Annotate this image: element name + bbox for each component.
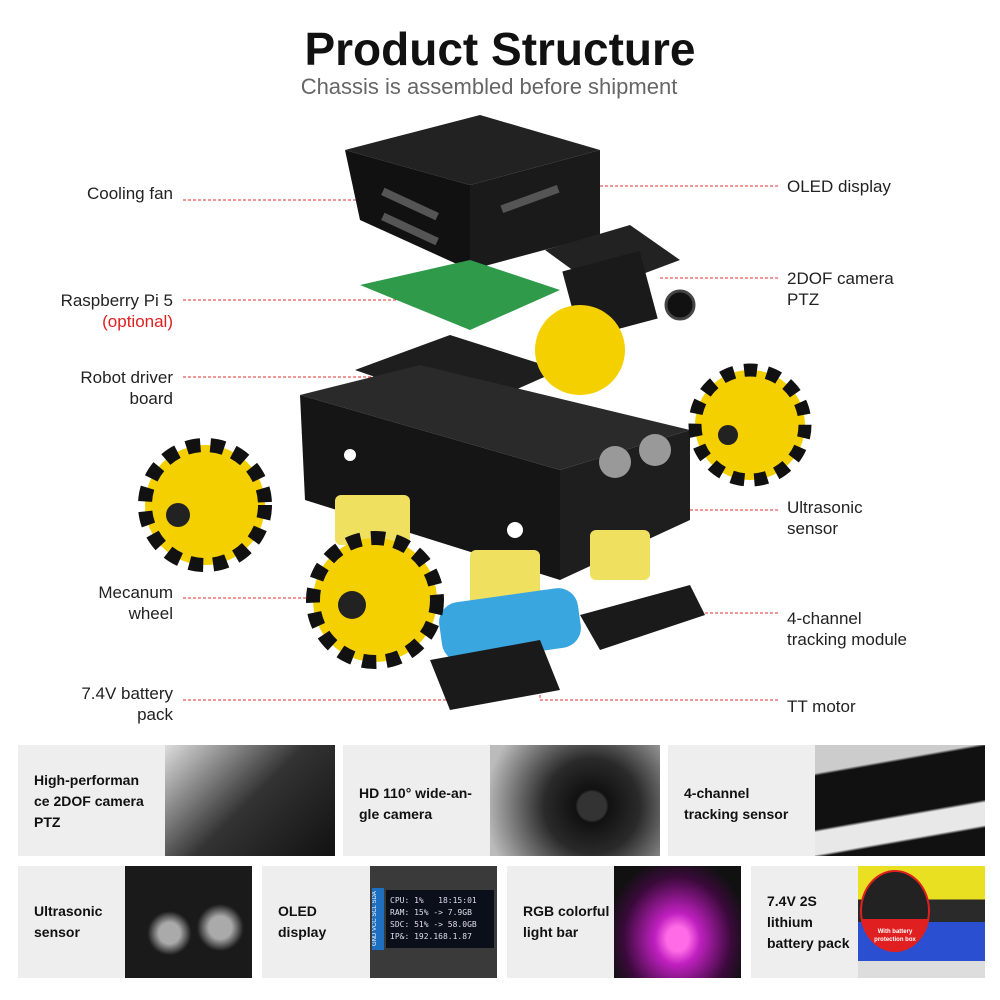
tracking-module — [580, 585, 705, 650]
label-tt-motor: TT motor — [787, 697, 856, 716]
page-subtitle: Chassis is assembled before shipment — [300, 74, 678, 99]
mecanum-wheels — [138, 305, 812, 669]
top-plate — [345, 115, 600, 270]
robot-exploded-illustration — [138, 115, 812, 710]
camera-ptz-photo — [165, 745, 335, 856]
rgb-light-photo — [614, 866, 741, 978]
label-raspberry-pi-text: Raspberry Pi 5 — [60, 291, 173, 310]
label-optional: (optional) — [102, 312, 173, 331]
feature-card-wide-angle-camera: HD 110° wide-an-gle camera — [343, 745, 660, 856]
wide-angle-camera-photo — [490, 745, 660, 856]
oled-pin-header: GND VCC SCL SDA — [372, 888, 384, 950]
battery-pack — [439, 588, 581, 662]
raspberry-pi-board — [360, 260, 560, 330]
ultrasonic-photo — [125, 866, 252, 978]
label-cooling-fan: Cooling fan — [86, 184, 173, 203]
page-title: Product Structure — [304, 23, 696, 75]
label-raspberry-pi: Raspberry Pi 5 (optional) — [61, 290, 173, 332]
label-oled-display: OLED display — [787, 177, 891, 196]
tracking-sensor-photo — [815, 745, 985, 856]
